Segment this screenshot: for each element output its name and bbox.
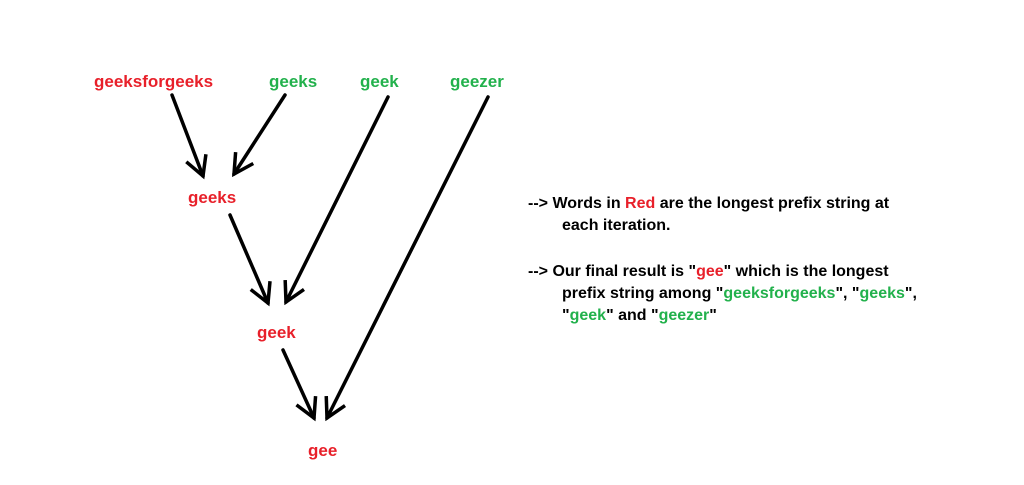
node-geeksforgeeks: geeksforgeeks — [94, 72, 214, 91]
note2-sep2: ", — [904, 285, 917, 302]
note2-pre: Our final result is " — [548, 263, 697, 280]
note2-result: gee — [696, 263, 724, 280]
note2-line3-post: " — [709, 307, 717, 324]
note2-line2-pre: prefix string among " — [562, 285, 724, 302]
arrow-geek-to-gee — [281, 348, 314, 418]
note2-post: " which is the longest — [723, 263, 889, 280]
node-prefix-geek: geek — [257, 323, 296, 342]
arrow-geeks-to-geeks — [234, 93, 287, 174]
note2-w4: geezer — [658, 307, 710, 324]
arrow-geeks-to-geek — [228, 213, 268, 303]
node-result-gee: gee — [308, 441, 338, 460]
note2-sep1: ", " — [835, 285, 860, 302]
node-prefix-geeks: geeks — [188, 188, 237, 207]
note1-post: are the longest prefix string at — [655, 195, 890, 212]
note-final-result: --> Our final result is "gee" which is t… — [528, 261, 917, 327]
arrow-geezer-to-gee — [327, 95, 490, 418]
note2-arrow: --> — [528, 263, 548, 280]
note2-line3-pre: " — [562, 307, 570, 324]
note2-line3: "geek" and "geezer" — [528, 305, 917, 327]
note2-line1: --> Our final result is "gee" which is t… — [528, 261, 917, 283]
note2-w3: geek — [569, 307, 607, 324]
note2-w2: geeks — [859, 285, 905, 302]
node-geeks-input: geeks — [269, 72, 318, 91]
note2-sep3: " and " — [606, 307, 659, 324]
node-geek-input: geek — [360, 72, 399, 91]
note2-line2: prefix string among "geeksforgeeks", "ge… — [528, 283, 917, 305]
note1-line1: --> Words in Red are the longest prefix … — [528, 193, 889, 215]
arrow-geek-to-geek — [286, 95, 390, 302]
arrow-geeksforgeeks-to-geeks — [170, 93, 203, 176]
note2-w1: geeksforgeeks — [723, 285, 836, 302]
node-geezer-input: geezer — [450, 72, 504, 91]
note1-line2: each iteration. — [562, 217, 671, 234]
note-red-words: --> Words in Red are the longest prefix … — [528, 193, 889, 237]
note1-red: Red — [625, 195, 656, 212]
note1-arrow: --> — [528, 195, 548, 212]
note1-pre: Words in — [548, 195, 626, 212]
